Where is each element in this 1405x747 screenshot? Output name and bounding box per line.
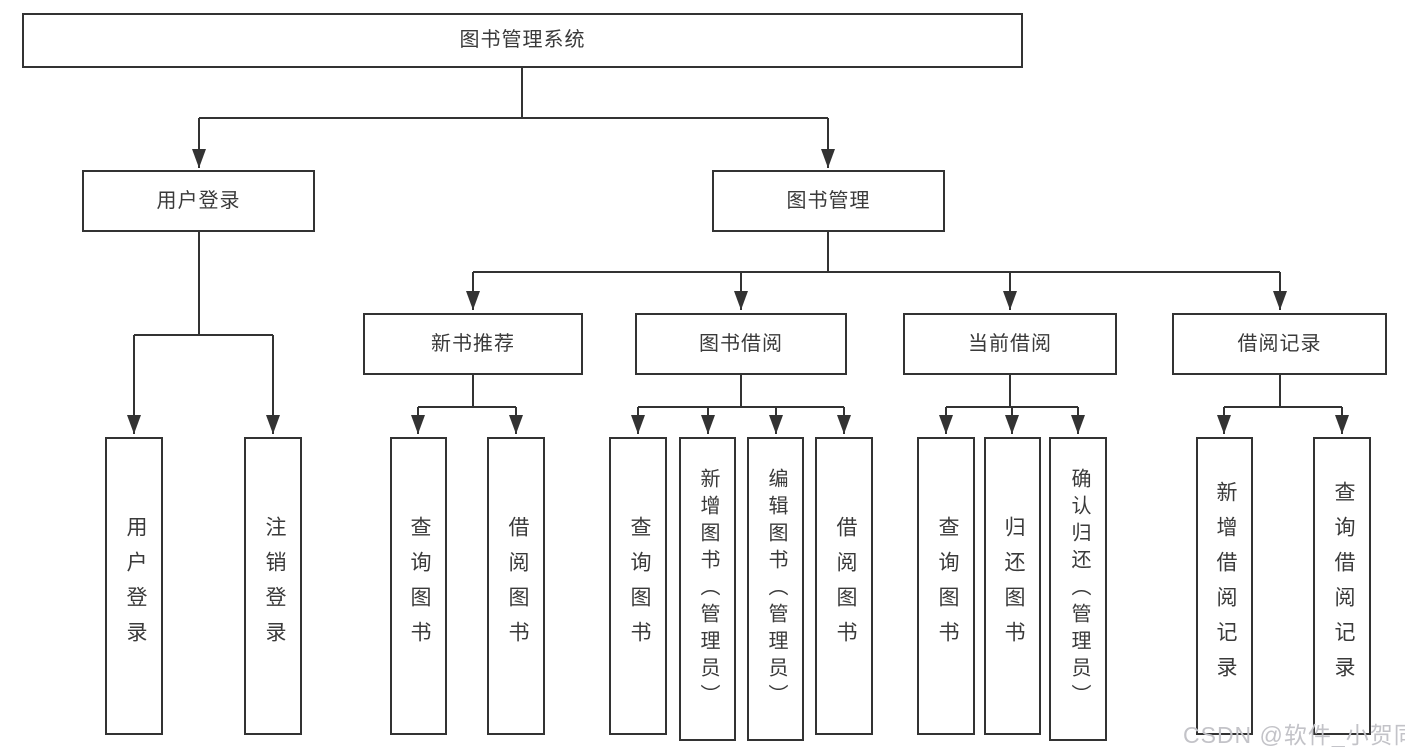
node-current-borrow: 当前借阅 [903, 313, 1117, 375]
leaf-borrow-books: 借阅图书 [815, 437, 873, 735]
leaf-add-book-admin: 新增图书（管理员） [679, 437, 736, 741]
leaf-user-login: 用户登录 [105, 437, 163, 735]
leaf-add-borrow-record: 新增借阅记录 [1196, 437, 1253, 735]
node-root: 图书管理系统 [22, 13, 1023, 68]
leaf-return-books: 归还图书 [984, 437, 1041, 735]
node-book-borrow: 图书借阅 [635, 313, 847, 375]
csdn-watermark: CSDN @软件_小贺同学 [1183, 722, 1405, 747]
leaf-borrow-books-recommend: 借阅图书 [487, 437, 545, 735]
leaf-query-books-current: 查询图书 [917, 437, 975, 735]
leaf-logout-login: 注销登录 [244, 437, 302, 735]
leaf-edit-book-admin: 编辑图书（管理员） [747, 437, 804, 741]
leaf-query-borrow-record: 查询借阅记录 [1313, 437, 1371, 735]
leaf-query-books-borrow: 查询图书 [609, 437, 667, 735]
node-book-management: 图书管理 [712, 170, 945, 232]
node-new-book-recommend: 新书推荐 [363, 313, 583, 375]
leaf-confirm-return-admin: 确认归还（管理员） [1049, 437, 1107, 741]
node-user-login: 用户登录 [82, 170, 315, 232]
leaf-query-books-recommend: 查询图书 [390, 437, 447, 735]
node-borrow-records: 借阅记录 [1172, 313, 1387, 375]
